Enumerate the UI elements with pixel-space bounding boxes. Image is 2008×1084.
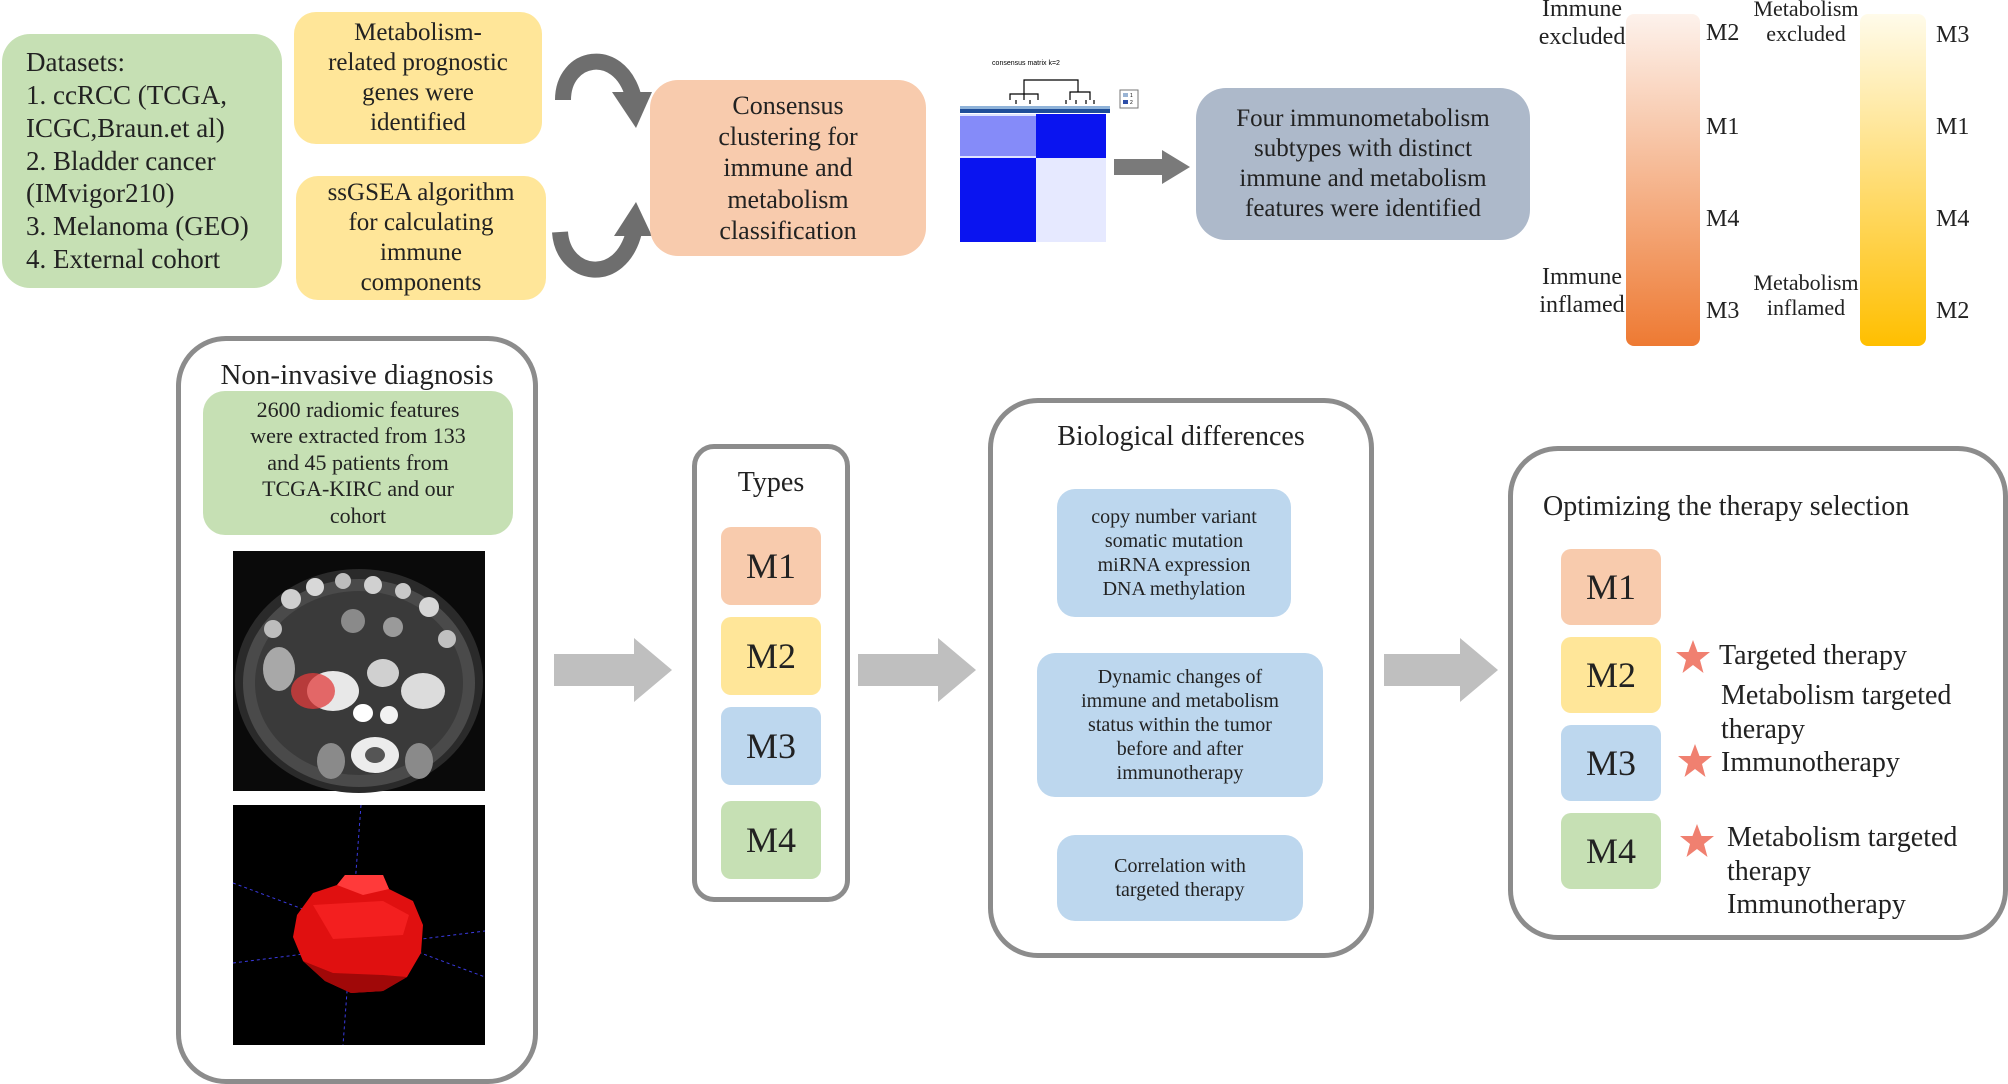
arrow-diagnosis-to-types-icon (554, 638, 672, 702)
type-m2: M2 (721, 617, 821, 695)
bio-item-targeted-text: Correlation with targeted therapy (1114, 855, 1246, 901)
immune-order-2: M1 (1706, 114, 1740, 140)
immune-order-3: M4 (1706, 206, 1740, 232)
star-icon (1680, 824, 1714, 857)
consensus-box: Consensus clustering for immune and meta… (650, 80, 926, 256)
type-m3: M3 (721, 707, 821, 785)
radiomics-box: 2600 radiomic features were extracted fr… (203, 391, 513, 535)
bio-item-dynamic: Dynamic changes of immune and metabolism… (1037, 653, 1323, 797)
therapy-text-m3: Metabolism targeted therapy Immunotherap… (1721, 680, 1952, 779)
therapy-text-m2: Targeted therapy (1719, 640, 1907, 671)
ssgsea-text: ssGSEA algorithm for calculating immune … (327, 179, 515, 296)
diagnosis-title: Non-invasive diagnosis (220, 359, 494, 391)
immune-order-4: M3 (1706, 298, 1740, 324)
metabolism-order-2: M1 (1936, 114, 1970, 140)
arrow-to-subtypes-icon (1114, 150, 1190, 184)
types-title: Types (737, 467, 805, 498)
metabolism-order-1: M3 (1936, 22, 1970, 48)
tumor-roi (291, 673, 335, 709)
metabolism-order-3: M4 (1936, 206, 1970, 232)
metabolism-genes-box: Metabolism- related prognostic genes wer… (294, 12, 542, 144)
immune-gradient-bar (1626, 14, 1700, 346)
arrow-types-to-bio-icon (858, 638, 976, 702)
consensus-text: Consensus clustering for immune and meta… (718, 91, 858, 245)
ssgsea-box: ssGSEA algorithm for calculating immune … (296, 176, 546, 300)
immune-excluded-label: Immune excluded (1538, 0, 1626, 50)
consensus-heatmap: consensus matrix k=2 1 2 (960, 60, 1139, 242)
metabolism-order-4: M2 (1936, 298, 1970, 324)
immune-inflamed-label: Immune inflamed (1539, 264, 1625, 318)
bio-title: Biological differences (1057, 421, 1305, 452)
bio-item-genomics: copy number variant somatic mutation miR… (1057, 489, 1291, 617)
therapy-m1: M1 (1561, 549, 1661, 625)
bio-panel: Biological differences copy number varia… (988, 398, 1374, 958)
therapy-m3: M3 (1561, 725, 1661, 801)
diagnosis-panel: Non-invasive diagnosis 2600 radiomic fea… (176, 336, 538, 1084)
type-m4: M4 (721, 801, 821, 879)
metabolism-inflamed-label: Metabolism inflamed (1753, 270, 1859, 321)
metabolism-excluded-label: Metabolism excluded (1753, 0, 1859, 47)
radiomics-text: 2600 radiomic features were extracted fr… (250, 397, 466, 528)
bio-item-genomics-text: copy number variant somatic mutation miR… (1091, 506, 1257, 600)
heatmap-legend-1: 1 (1130, 93, 1133, 99)
star-icon (1678, 744, 1712, 777)
star-icon (1676, 640, 1710, 673)
therapy-m2: M2 (1561, 637, 1661, 713)
heatmap-title: consensus matrix k=2 (992, 60, 1060, 67)
four-subtypes-box: Four immunometabolism subtypes with dist… (1196, 88, 1530, 240)
heatmap-legend-2: 2 (1130, 100, 1133, 106)
tumor-3d-render (232, 804, 486, 1046)
therapy-panel: Optimizing the therapy selection M1 M2 M… (1508, 446, 2008, 940)
four-subtypes-text: Four immunometabolism subtypes with dist… (1236, 105, 1490, 222)
curved-arrow-bottom-icon (552, 202, 652, 278)
datasets-text: Datasets: 1. ccRCC (TCGA, ICGC,Braun.et … (26, 46, 249, 275)
arrow-bio-to-therapy-icon (1384, 638, 1498, 702)
metabolism-gradient-bar (1860, 14, 1926, 346)
bio-item-targeted: Correlation with targeted therapy (1057, 835, 1303, 921)
bio-item-dynamic-text: Dynamic changes of immune and metabolism… (1081, 666, 1279, 784)
therapy-title: Optimizing the therapy selection (1543, 491, 1910, 522)
therapy-m4: M4 (1561, 813, 1661, 889)
type-m1: M1 (721, 527, 821, 605)
ct-scan-image (233, 551, 485, 793)
immune-order-1: M2 (1706, 20, 1740, 46)
metabolism-genes-text: Metabolism- related prognostic genes wer… (328, 19, 508, 136)
datasets-box: Datasets: 1. ccRCC (TCGA, ICGC,Braun.et … (2, 34, 282, 288)
types-panel: Types M1 M2 M3 M4 (692, 444, 850, 902)
therapy-text-m4: Metabolism targeted therapy Immunotherap… (1727, 822, 1958, 921)
curved-arrow-top-icon (555, 53, 652, 128)
heatmap-dendrogram (1009, 79, 1095, 104)
